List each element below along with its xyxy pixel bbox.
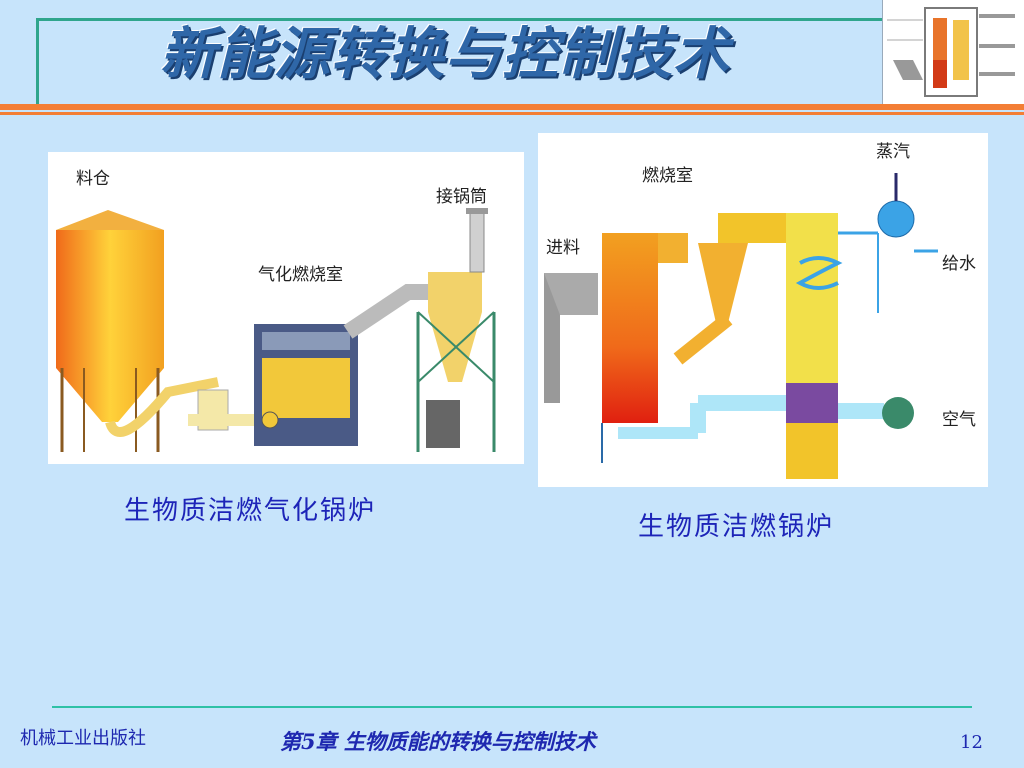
label-feed: 进料 bbox=[546, 233, 580, 258]
page-number: 12 bbox=[960, 732, 983, 753]
slide-title: 新能源转换与控制技术 bbox=[160, 21, 730, 87]
label-feed-water: 给水 bbox=[942, 249, 976, 274]
header-accent-band bbox=[0, 104, 1024, 110]
footer-publisher: 机械工业出版社 bbox=[20, 728, 146, 749]
clean-combustion-boiler-diagram: 燃烧室 蒸汽 进料 给水 空气 bbox=[538, 133, 988, 487]
left-figure-caption: 生物质洁燃气化锅炉 bbox=[124, 496, 377, 526]
footer-chapter: 第5章 生物质能的转换与控制技术 bbox=[280, 729, 596, 754]
label-air: 空气 bbox=[942, 405, 976, 430]
label-gasification-chamber: 气化燃烧室 bbox=[258, 260, 343, 285]
label-chimney: 接锅筒 bbox=[436, 182, 487, 207]
label-hopper: 料仓 bbox=[76, 164, 110, 189]
right-figure-caption: 生物质洁燃锅炉 bbox=[638, 512, 835, 542]
title-frame bbox=[36, 18, 899, 109]
gasification-boiler-diagram: 料仓 气化燃烧室 接锅筒 bbox=[48, 152, 524, 464]
boiler-thumbnail-image bbox=[882, 0, 1024, 104]
footer-divider bbox=[52, 706, 972, 708]
label-steam: 蒸汽 bbox=[876, 137, 910, 162]
header-accent-band-thin bbox=[0, 112, 1024, 115]
label-combustion-chamber: 燃烧室 bbox=[642, 161, 693, 186]
